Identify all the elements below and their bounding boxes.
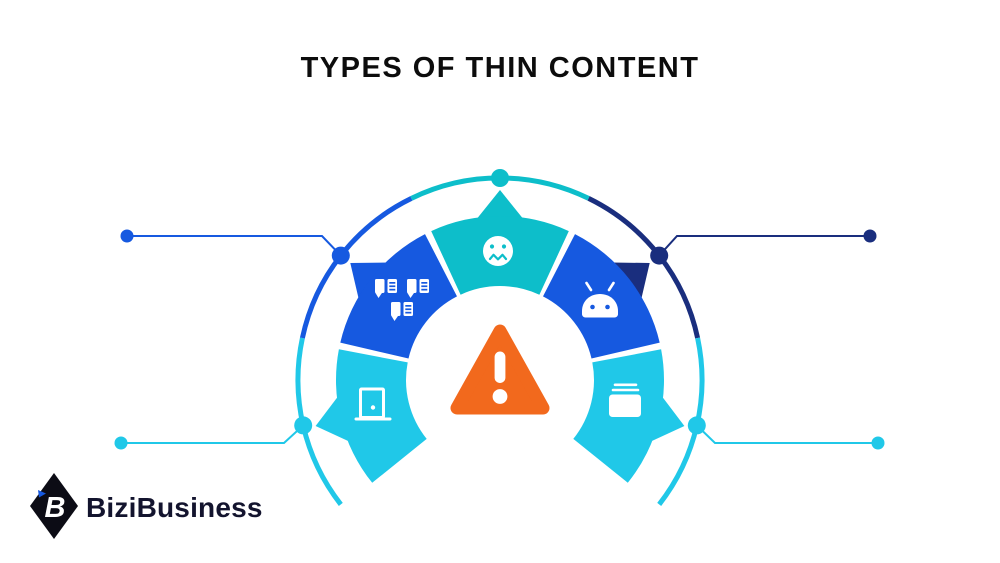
endpoint-dot-top-right	[863, 229, 877, 243]
brand-name: BiziBusiness	[86, 492, 263, 523]
connector-top-right	[658, 235, 870, 257]
ring-dots	[294, 169, 706, 435]
worried-face-icon	[483, 236, 513, 266]
segment-spike-door-icon	[315, 395, 351, 442]
ring-dot-bottom-left	[294, 416, 313, 435]
endpoint-dot-top-left	[120, 229, 134, 243]
ring-dot-left	[331, 246, 350, 265]
segment-spike-worried-face-icon	[476, 190, 524, 220]
segment-icons	[354, 236, 641, 421]
page-title: TYPES OF THIN CONTENT	[300, 52, 700, 84]
android-robot-icon	[582, 281, 618, 318]
connector-top-left	[127, 235, 342, 257]
ring-dot-top	[491, 169, 509, 187]
ring-dot-bottom-right	[687, 416, 706, 435]
connector-bottom-right	[696, 424, 878, 444]
book-glyph	[375, 279, 397, 298]
endpoint-dot-bottom-right	[871, 436, 885, 450]
endpoint-dot-bottom-left	[114, 436, 128, 450]
book-glyph	[407, 279, 429, 298]
logo-diamond	[30, 473, 78, 539]
endpoint-dots	[114, 229, 885, 450]
content-stack-icon	[609, 383, 641, 417]
segment-spike-content-stack-icon	[649, 395, 685, 442]
book-glyph	[391, 302, 413, 321]
logo-monogram: B	[45, 492, 66, 524]
door-icon	[354, 387, 392, 421]
connector-bottom-left	[121, 424, 304, 444]
logo-accent	[38, 490, 46, 498]
warning-triangle-icon	[450, 324, 550, 415]
open-books-icon	[375, 279, 429, 321]
segment-open-books-icon	[340, 234, 457, 359]
brand-logo: B BiziBusiness	[30, 473, 263, 539]
ring-dot-right	[650, 246, 669, 265]
